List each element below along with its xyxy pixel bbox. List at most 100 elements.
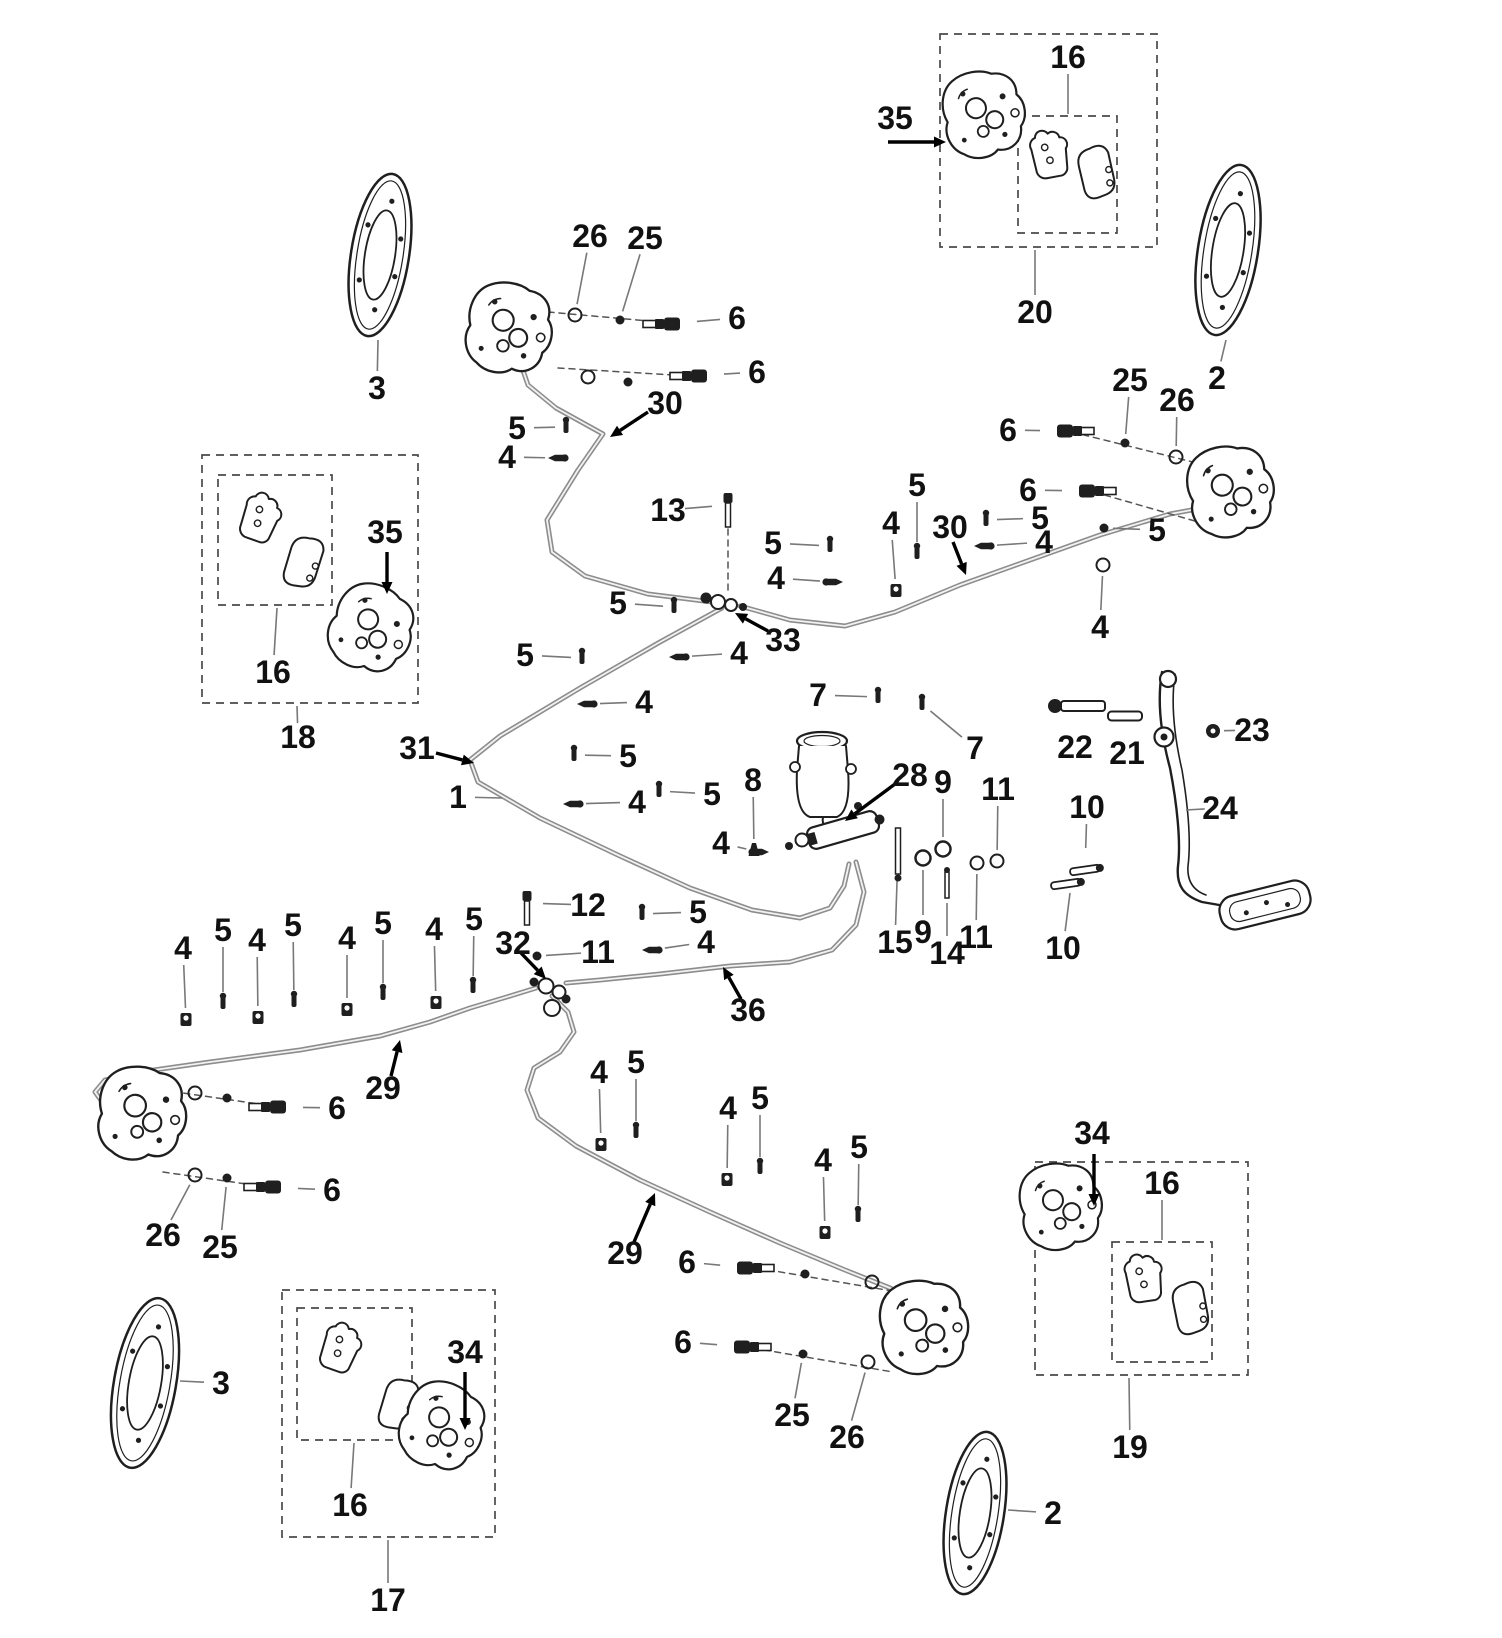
part-number-label: 17 xyxy=(370,1582,406,1618)
arrow-callout-32: 32 xyxy=(495,925,546,979)
callout-17: 17 xyxy=(370,1540,406,1618)
stud-part xyxy=(290,990,298,1007)
brake-pad xyxy=(1123,1253,1163,1304)
dot-part xyxy=(798,1349,808,1359)
callout-14: 14 xyxy=(929,867,965,971)
washer-part xyxy=(864,1274,880,1290)
banjo-part xyxy=(1079,484,1117,498)
arrowhead-icon xyxy=(381,582,393,594)
part-number-label: 5 xyxy=(908,467,926,503)
arrowhead-icon xyxy=(391,1040,403,1053)
part-number-label: 4 xyxy=(498,439,516,475)
part-number-label: 4 xyxy=(1035,524,1053,560)
callout-25: 25 xyxy=(615,220,663,325)
callout-13: 13 xyxy=(650,492,733,528)
kit-box-20 xyxy=(939,33,1158,248)
part-number-label: 5 xyxy=(465,901,483,937)
callout-7: 7 xyxy=(918,693,984,766)
arrow-callout-35: 35 xyxy=(367,514,403,594)
callout-5: 5 xyxy=(284,907,302,1007)
assembly-axis xyxy=(756,1267,899,1293)
callout-26: 26 xyxy=(567,218,608,323)
part-number-label: 2 xyxy=(1044,1495,1062,1531)
callout-6: 6 xyxy=(243,1172,341,1208)
dot-part xyxy=(222,1093,232,1103)
extra-parts xyxy=(187,369,1085,1290)
part-number-label: 5 xyxy=(689,894,707,930)
stud-part xyxy=(918,693,926,710)
callout-5: 5 xyxy=(508,410,570,446)
callout-7: 7 xyxy=(809,677,882,713)
part-number-label: 5 xyxy=(374,905,392,941)
callout-5: 5 xyxy=(627,1044,645,1138)
part-number-label: 4 xyxy=(1091,609,1109,645)
part-number-label: 5 xyxy=(764,525,782,561)
arrow-callout-28: 28 xyxy=(845,757,928,821)
callout-9: 9 xyxy=(914,849,932,950)
pinv-part xyxy=(894,827,902,882)
kit-box-18 xyxy=(201,454,419,704)
brake-disc-front-left xyxy=(347,172,413,338)
part-number-label: 18 xyxy=(280,719,316,755)
part-number-label: 34 xyxy=(447,1334,483,1370)
ring-part xyxy=(914,849,932,867)
banjo-part xyxy=(737,1261,775,1275)
callout-5: 5 xyxy=(764,525,834,561)
part-number-label: 14 xyxy=(929,935,965,971)
stud-part xyxy=(913,542,921,559)
part-number-label: 5 xyxy=(508,410,526,446)
callout-2: 2 xyxy=(1208,339,1227,396)
banjo-part xyxy=(669,369,707,383)
washer-part xyxy=(580,369,596,385)
part-number-label: 12 xyxy=(570,887,606,923)
part-number-label: 4 xyxy=(767,560,785,596)
screwh-part xyxy=(822,578,843,586)
callout-4: 4 xyxy=(563,784,646,820)
part-number-label: 35 xyxy=(367,514,403,550)
part-number-label: 16 xyxy=(332,1487,368,1523)
part-number-label: 30 xyxy=(932,509,968,545)
screwh-part xyxy=(548,454,569,462)
clip-part xyxy=(819,1226,831,1239)
part-number-label: 29 xyxy=(365,1070,401,1106)
part-number-label: 4 xyxy=(719,1090,737,1126)
part-number-label: 6 xyxy=(1019,472,1037,508)
part-number-label: 5 xyxy=(284,907,302,943)
stud-part xyxy=(632,1121,640,1138)
part-number-label: 4 xyxy=(882,505,900,541)
callout-5: 5 xyxy=(609,585,678,621)
brake-pad xyxy=(1077,144,1116,200)
stud-part xyxy=(874,686,882,703)
arrow-callout-34: 34 xyxy=(447,1334,483,1430)
part-number-label: 6 xyxy=(328,1090,346,1126)
part-number-label: 30 xyxy=(647,385,683,421)
brake-pad xyxy=(1029,129,1069,180)
boltv-part xyxy=(522,891,532,926)
washer-part xyxy=(187,1085,203,1101)
part-number-label: 5 xyxy=(619,738,637,774)
callout-22: 22 xyxy=(1048,699,1106,765)
part-number-label: 5 xyxy=(516,637,534,673)
dot-part xyxy=(532,951,542,961)
part-number-label: 4 xyxy=(712,825,730,861)
stud-part xyxy=(854,1205,862,1222)
pad-box-16-top xyxy=(1017,115,1118,234)
brake-line-30-front-left xyxy=(513,347,715,605)
kit-box-17 xyxy=(281,1289,496,1538)
arrowhead-icon xyxy=(956,561,967,575)
pad-box-16-right xyxy=(1111,1241,1213,1363)
washer-part xyxy=(1095,557,1111,573)
arrowhead-icon xyxy=(645,1193,656,1207)
part-number-label: 4 xyxy=(248,922,266,958)
banjo-part xyxy=(243,1180,281,1194)
part-number-label: 22 xyxy=(1057,729,1093,765)
screwh-part xyxy=(563,800,584,808)
brake-disc-rear-left xyxy=(109,1296,181,1470)
dot-part xyxy=(1099,523,1109,533)
cone-part xyxy=(748,843,760,856)
callout-5: 5 xyxy=(908,467,926,559)
arrowhead-icon xyxy=(845,809,858,821)
callout-6: 6 xyxy=(999,412,1095,448)
